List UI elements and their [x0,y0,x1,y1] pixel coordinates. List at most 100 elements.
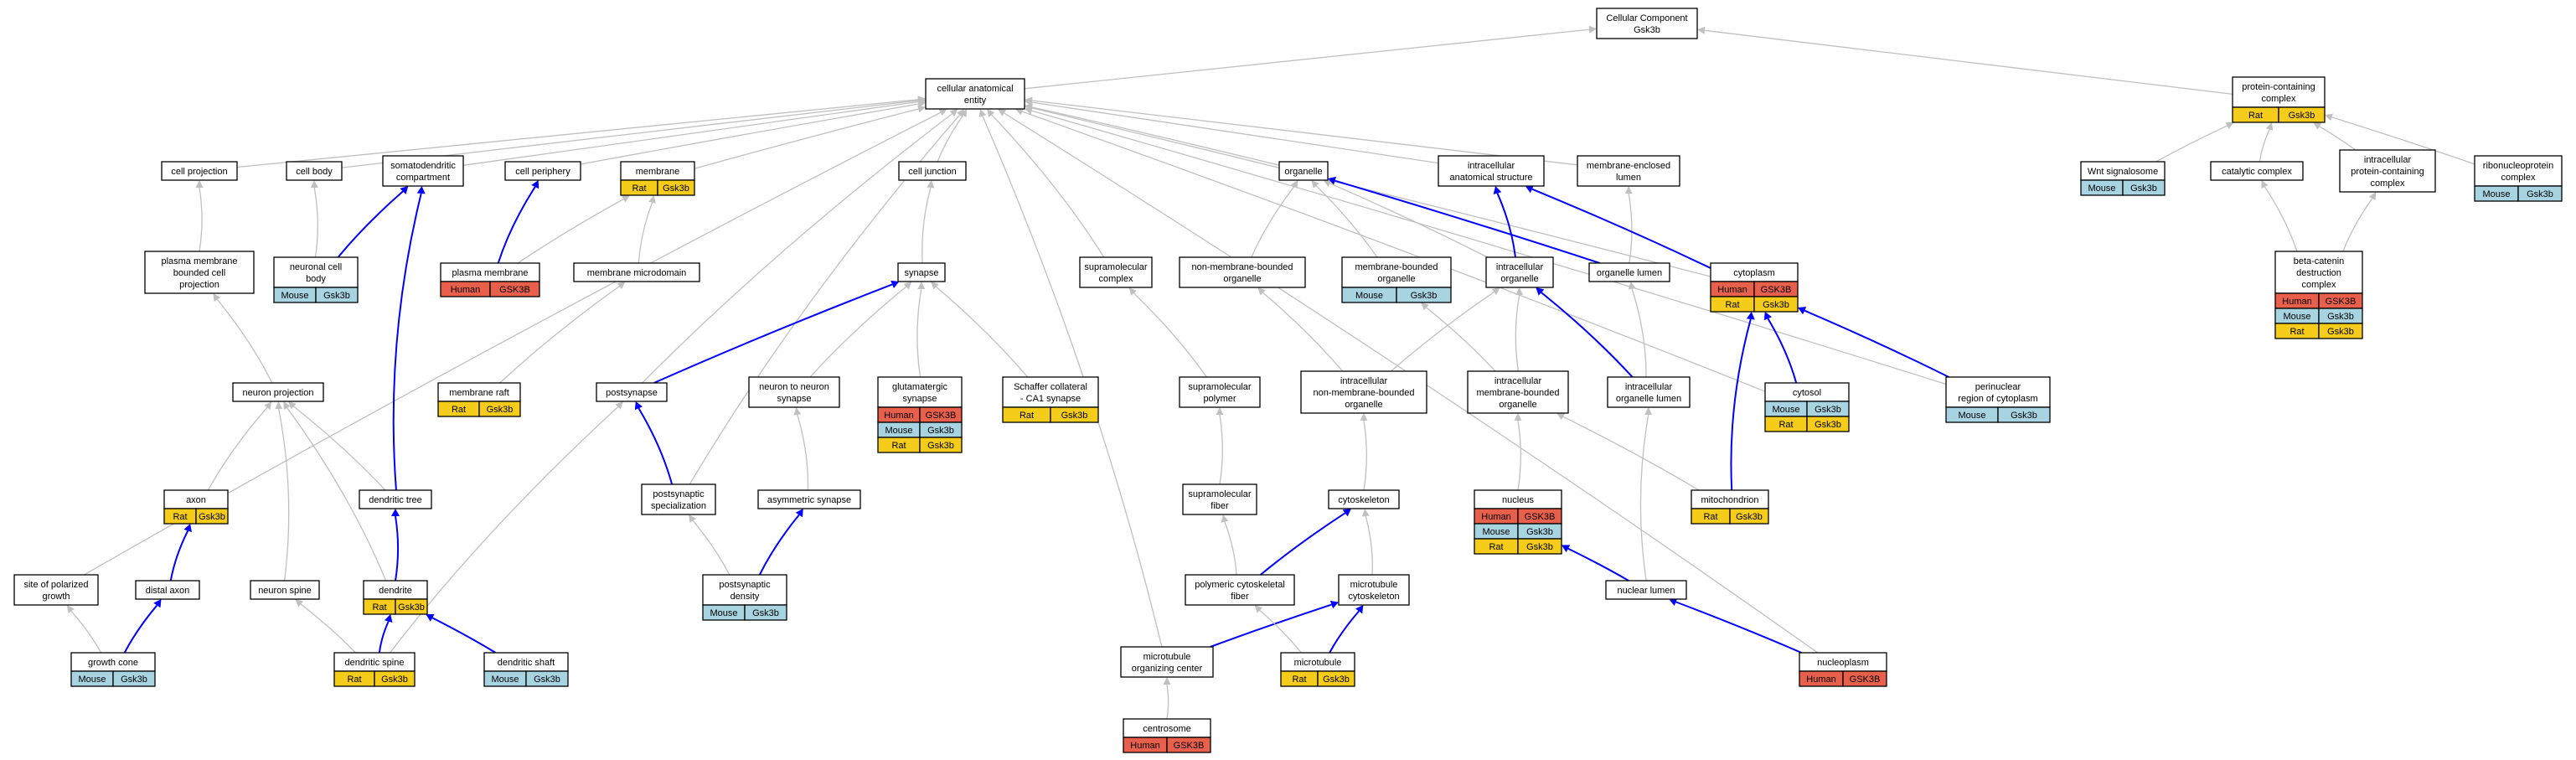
is-a-edge [1166,684,1169,720]
is-a-edge [1224,521,1237,576]
gene-label: Gsk3b [1061,411,1088,421]
species-label: Human [884,411,913,421]
gene-cell [1517,538,1562,555]
node-title-box [2232,76,2326,108]
gene-cell [1396,287,1452,303]
node-label: beta-catenin [2294,256,2345,266]
node-label: polymer [1203,394,1236,404]
part-of-edge [392,193,422,491]
node-label: centrosome [1143,724,1190,734]
edge-arrowhead [1644,407,1653,416]
species-label: Mouse [1482,527,1510,537]
gene-cell [112,670,156,687]
gene-cell [1806,416,1850,432]
edge-arrowhead [1025,96,1033,105]
gene-label: Gsk3b [1815,420,1841,430]
node-label: neuronal cell [290,262,342,272]
edge-arrowhead [213,293,221,302]
gene-cell [1166,737,1211,753]
edge-arrowhead [689,514,696,523]
is-a-edge [2259,129,2270,163]
species-label: Human [2282,297,2311,307]
node-label: membrane-enclosed [1587,161,1670,171]
gene-label: Gsk3b [2327,327,2354,337]
node-label: non-membrane-bounded [1313,388,1414,398]
node-title-box [1485,256,1554,288]
is-a-edge [2264,186,2298,252]
edge-arrowhead [426,613,435,622]
species-label: Mouse [2283,312,2310,322]
node-label: mitochondrion [1701,495,1758,505]
node-label: neuron projection [242,388,313,398]
node-title-box [596,382,668,402]
is-a-edge [1639,414,1649,582]
gene-label: GSK3B [499,285,530,295]
part-of-edge [1804,309,1949,378]
node-title-box [2210,161,2304,181]
node-title-box [925,78,1025,110]
part-of-edge [1541,292,1634,378]
is-a-edge [1631,288,1647,378]
node-title-box [1605,580,1687,600]
node-label: perinuclear [1975,382,2021,392]
node-daxon: distal axon [135,580,200,600]
node-title-box [1467,370,1569,414]
gene-cell [1753,296,1799,313]
node-label: cell junction [908,167,956,177]
node-label: postsynaptic [719,580,771,590]
gene-label: Gsk3b [1815,405,1841,415]
edge-arrowhead [400,186,409,194]
node-label: dendritic shaft [498,658,555,668]
species-label: Mouse [710,608,737,618]
is-a-edge [580,103,919,165]
node-junction: cell junction [898,161,967,181]
node-label: organelle [1499,400,1536,410]
is-a-edge [1031,107,1711,277]
is-a-edge [1031,106,1280,166]
edge-arrowhead [1328,176,1337,185]
gene-cell [1729,508,1769,525]
node-label: organelle [1345,400,1382,410]
node-label: synapse [903,394,937,404]
edge-arrowhead [310,180,318,189]
edge-arrowhead [2368,192,2377,201]
gene-cell [1842,670,1887,687]
edge-arrowhead [1355,605,1364,614]
node-label: membrane [636,167,680,177]
node-label: membrane raft [449,388,509,398]
node-nspine: neuron spine [250,580,320,600]
edge-arrowhead [1257,287,1266,296]
species-label: Mouse [1772,405,1799,415]
node-title-box [359,489,432,509]
node-title-box [1185,574,1295,606]
part-of-edge [395,515,400,582]
is-a-edge [1133,292,1207,378]
species-label: Rat [1292,675,1306,685]
part-of-edge [638,407,674,485]
is-a-edge [921,187,932,264]
node-title-box [1002,376,1099,408]
node-dtree: dendritic tree [359,489,432,509]
node-label: fiber [1231,592,1249,602]
node-inmbo: intracellularnon-membrane-boundedorganel… [1300,370,1427,414]
node-title-box [1588,262,1670,282]
is-a-edge [2342,198,2373,252]
node-title-box [1577,155,1680,187]
edge-arrowhead [1798,307,1807,315]
edge-arrowhead [949,109,958,117]
edge-arrowhead [288,401,297,410]
edge-arrowhead [1342,509,1351,517]
node-label: anatomical structure [1449,173,1532,183]
edge-arrowhead [1025,106,1033,115]
node-label: organelle [1284,167,1322,177]
